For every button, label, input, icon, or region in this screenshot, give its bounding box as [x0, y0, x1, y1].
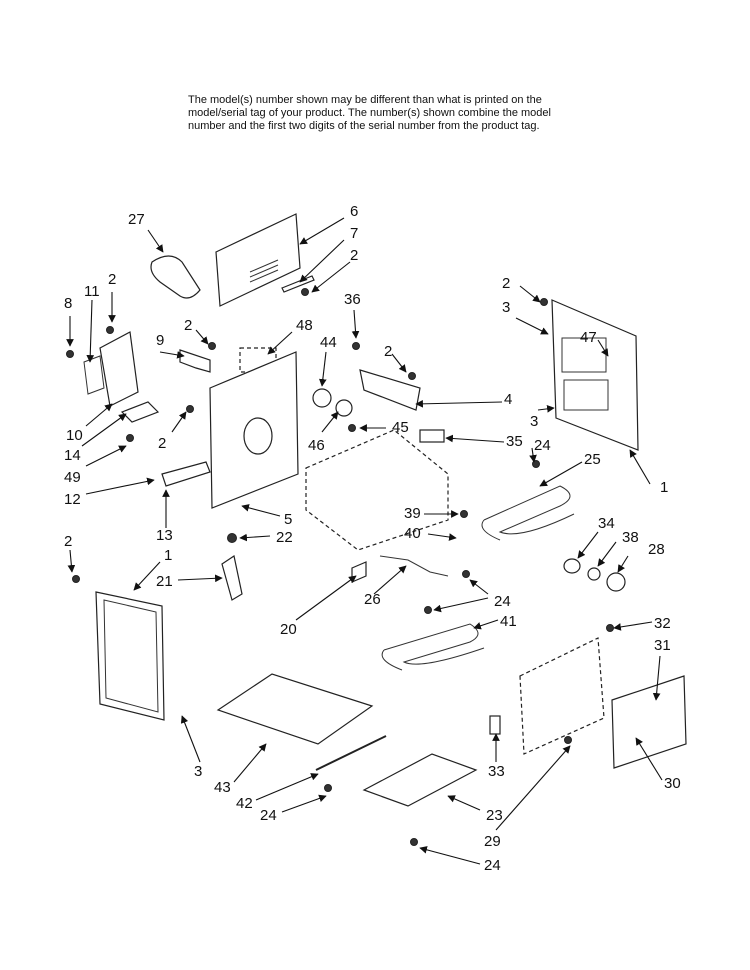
part-side-panel-right — [551, 299, 639, 451]
callout-28: 28 — [648, 541, 665, 558]
callout-31: 31 — [654, 637, 671, 654]
callout-2: 2 — [502, 275, 510, 292]
callout-12: 12 — [64, 491, 81, 508]
callout-2: 2 — [108, 271, 116, 288]
part-42-rod — [315, 735, 387, 771]
callout-45: 45 — [392, 419, 409, 436]
callout-41: 41 — [500, 613, 517, 630]
callout-35: 35 — [506, 433, 523, 450]
part-20-sensor — [351, 561, 367, 583]
part-23-panel — [362, 753, 478, 807]
part-21-latch — [221, 555, 243, 601]
part-44-fan — [312, 388, 332, 408]
callout-2: 2 — [184, 317, 192, 334]
callout-40: 40 — [404, 525, 421, 542]
callout-46: 46 — [308, 437, 325, 454]
callout-4: 4 — [504, 391, 512, 408]
callout-24: 24 — [260, 807, 277, 824]
callout-8: 8 — [64, 295, 72, 312]
part-46-disc — [335, 399, 353, 417]
callout-2: 2 — [350, 247, 358, 264]
note-line-1: The model(s) number shown may be differe… — [188, 94, 542, 106]
callout-13: 13 — [156, 527, 173, 544]
screws — [66, 288, 636, 846]
callout-34: 34 — [598, 515, 615, 532]
callout-43: 43 — [214, 779, 231, 796]
callout-2: 2 — [64, 533, 72, 550]
callout-2: 2 — [384, 343, 392, 360]
callout-2: 2 — [158, 435, 166, 452]
header-note: The model(s) number shown may be differe… — [188, 94, 588, 133]
callout-1: 1 — [164, 547, 172, 564]
callout-10: 10 — [66, 427, 83, 444]
part-41-element — [381, 623, 485, 671]
callout-1: 1 — [660, 479, 668, 496]
note-line-3: number and the first two digits of the s… — [188, 120, 540, 132]
part-side-panel-left — [95, 591, 165, 721]
callout-49: 49 — [64, 469, 81, 486]
callout-6: 6 — [350, 203, 358, 220]
callout-30: 30 — [664, 775, 681, 792]
part-door-frame — [519, 637, 605, 755]
callout-9: 9 — [156, 332, 164, 349]
callout-47: 47 — [580, 329, 597, 346]
part-25-element — [481, 485, 575, 541]
part-43-drawer — [216, 673, 374, 745]
callout-38: 38 — [622, 529, 639, 546]
callout-24: 24 — [534, 437, 551, 454]
callout-33: 33 — [488, 763, 505, 780]
part-oven-cavity — [305, 429, 449, 551]
callout-29: 29 — [484, 833, 501, 850]
part-9-bracket — [179, 349, 211, 373]
part-10-bracket — [99, 331, 139, 407]
part-6-rear-panel — [215, 213, 301, 307]
callout-3: 3 — [530, 413, 538, 430]
callout-20: 20 — [280, 621, 297, 638]
callout-22: 22 — [276, 529, 293, 546]
callout-23: 23 — [486, 807, 503, 824]
callout-32: 32 — [654, 615, 671, 632]
callout-3: 3 — [502, 299, 510, 316]
callout-21: 21 — [156, 573, 173, 590]
part-28-knob — [606, 572, 626, 592]
callout-24: 24 — [494, 593, 511, 610]
callout-44: 44 — [320, 334, 337, 351]
callout-25: 25 — [584, 451, 601, 468]
part-35-block — [419, 429, 445, 443]
part-14-plate — [120, 401, 160, 423]
callout-3: 3 — [194, 763, 202, 780]
callout-27: 27 — [128, 211, 145, 228]
callout-5: 5 — [284, 511, 292, 528]
callout-26: 26 — [364, 591, 381, 608]
callout-labels: 27 6 7 2 8 11 2 36 2 3 47 9 2 48 44 2 4 … — [64, 203, 681, 874]
callout-48: 48 — [296, 317, 313, 334]
callout-7: 7 — [350, 225, 358, 242]
part-38-knob — [587, 567, 601, 581]
callout-42: 42 — [236, 795, 253, 812]
part-27-trim — [150, 255, 201, 299]
part-34-knob — [563, 558, 581, 574]
callout-11: 11 — [84, 283, 100, 300]
leader-lines — [66, 217, 663, 865]
part-31-gasket — [611, 675, 687, 769]
callout-24: 24 — [484, 857, 501, 874]
note-line-2: model/serial tag of your product. The nu… — [188, 107, 551, 119]
part-13-strip — [161, 461, 211, 487]
part-7-strip — [281, 275, 315, 293]
callout-39: 39 — [404, 505, 421, 522]
callout-14: 14 — [64, 447, 81, 464]
callout-36: 36 — [344, 291, 361, 308]
part-33-bracket — [489, 715, 501, 735]
part-4-bracket — [359, 369, 421, 411]
